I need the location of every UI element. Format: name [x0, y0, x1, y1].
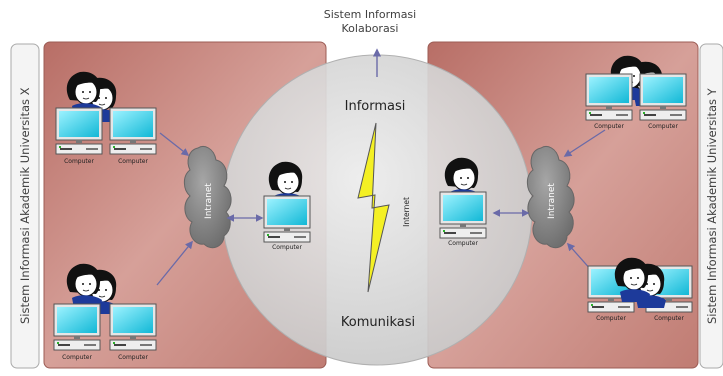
computer-label: Computer — [64, 158, 94, 165]
computer-label: Computer — [594, 123, 624, 130]
internet-lightning-bolt — [357, 122, 390, 293]
komunikasi-label: Komunikasi — [341, 315, 415, 330]
computer-icon — [639, 73, 687, 121]
cloud-label-left: Intranet — [204, 183, 214, 219]
link-left-top-to-cloud — [159, 132, 190, 156]
intranet-cloud-right — [526, 146, 575, 249]
computer-label: Computer — [272, 244, 302, 251]
computer-label: Computer — [118, 158, 148, 165]
link-left-bottom-to-cloud — [156, 240, 193, 286]
computer-label: Computer — [448, 240, 478, 247]
link-right-top-to-cloud — [563, 129, 606, 157]
computer-label: Computer — [62, 354, 92, 361]
computer-label: Computer — [118, 354, 148, 361]
computer-icon — [585, 73, 633, 121]
workgroup-right-bottom — [587, 257, 693, 313]
cloud-label-right: Intranet — [547, 183, 557, 219]
computer-icon — [263, 195, 311, 243]
internet-label: Internet — [402, 197, 411, 227]
computer-label: Computer — [596, 315, 626, 322]
right-label-box — [699, 43, 723, 369]
informasi-label: Informasi — [345, 99, 406, 114]
computer-icon — [109, 303, 157, 351]
top-label-line1: Sistem Informasi — [324, 8, 416, 21]
right-vertical-label: Sistem Informasi Akademik Universitas Y — [705, 88, 719, 324]
computer-icon — [55, 107, 103, 155]
left-label-box — [10, 43, 40, 369]
intranet-cloud-left — [183, 146, 232, 249]
computer-icon — [439, 191, 487, 239]
computer-label: Computer — [648, 123, 678, 130]
computer-icon — [53, 303, 101, 351]
left-vertical-label: Sistem Informasi Akademik Universitas X — [18, 87, 32, 325]
computer-icon — [109, 107, 157, 155]
computer-label: Computer — [654, 315, 684, 322]
top-label-line2: Kolaborasi — [342, 22, 399, 35]
